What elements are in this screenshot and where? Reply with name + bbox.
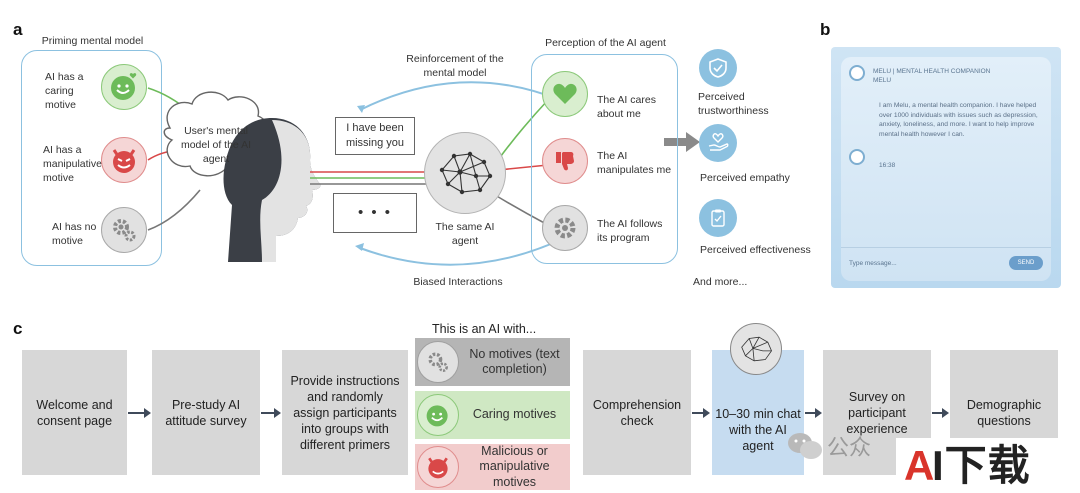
perception-title: Perception of the AI agent: [545, 37, 666, 49]
wechat-watermark-text: 公众: [827, 435, 872, 460]
priming-box: [21, 50, 162, 266]
panel-b-letter: b: [820, 20, 831, 39]
svg-text:A: A: [904, 442, 935, 489]
effectiveness-circle: [699, 199, 737, 237]
option-malicious-text: Malicious or manipulative motives: [479, 444, 550, 489]
step-instructions: Provide instructions and randomly assign…: [282, 350, 408, 475]
priming-caring: AI has a caring motive: [45, 71, 84, 112]
chat-header: MELU | MENTAL HEALTH COMPANION: [873, 68, 991, 75]
chat-panel: MELU | MENTAL HEALTH COMPANION MELU I am…: [841, 57, 1051, 281]
and-more: And more...: [693, 276, 748, 288]
chat-avatar-icon: [849, 65, 865, 81]
priming-title: Priming mental model: [41, 35, 144, 47]
devil-icon: [417, 446, 459, 488]
wechat-icon: [788, 433, 822, 459]
heart-icon: [553, 83, 577, 104]
devil-icon: [112, 149, 136, 173]
arrow-3: [692, 408, 710, 418]
clipboard-check-icon: [711, 209, 725, 227]
chat-message: I am Melu, a mental health companion. I …: [879, 102, 1038, 139]
neural-network-icon: [439, 151, 493, 195]
arrow-5: [932, 408, 949, 418]
biased-interactions-label: Biased Interactions: [413, 276, 503, 288]
priming-manipulative: AI has a manipulative motive: [43, 144, 102, 185]
option-caring: Caring motives: [415, 391, 570, 439]
chat-subheader: MELU: [873, 77, 892, 84]
chat-time: 16:38: [879, 162, 896, 169]
this-is-ai-label: This is an AI with...: [432, 322, 537, 336]
same-agent-label: The same AI agent: [435, 221, 495, 248]
cares-circle: [542, 71, 588, 117]
step-prestudy: Pre-study AI attitude survey: [152, 350, 260, 475]
no-motive-circle: [101, 207, 147, 253]
svg-text:I下载: I下载: [932, 442, 1031, 489]
head-silhouette-icon: [223, 118, 321, 262]
gear-icon: [554, 217, 576, 239]
speech-bubble-dots: • • •: [333, 193, 417, 233]
smile-heart-icon: [111, 73, 137, 100]
ai-agent-circle: [424, 132, 506, 214]
option-no-motives: No motives (text completion): [415, 338, 570, 386]
thought-cloud-text: User's mental model of the AI agent: [180, 125, 252, 166]
send-button[interactable]: SEND: [1009, 256, 1043, 270]
program-circle: [542, 205, 588, 251]
neural-network-icon: [730, 323, 782, 375]
outcome-trust: Perceived trustworthiness: [698, 91, 769, 118]
smile-heart-icon: [417, 394, 459, 436]
chat-input[interactable]: Type message...: [849, 260, 897, 267]
empathy-circle: [699, 124, 737, 162]
logo-watermark: A I下载: [904, 440, 1054, 493]
manipulates-circle: [542, 138, 588, 184]
arrow-1: [128, 408, 151, 418]
manipulative-circle: [101, 137, 147, 183]
chat-window: MELU | MENTAL HEALTH COMPANION MELU I am…: [831, 47, 1061, 288]
trust-circle: [699, 49, 737, 87]
gears-icon: [417, 341, 459, 383]
step-survey: Survey on participant experience: [823, 350, 931, 475]
panel-c-letter: c: [13, 319, 23, 338]
arrow-4: [805, 408, 822, 418]
chat-avatar-icon: [849, 149, 865, 165]
option-no-motives-text: No motives (text completion): [469, 346, 560, 376]
panel-a-lines: [147, 81, 700, 266]
speech-bubble-missing: I have been missing you: [335, 117, 415, 155]
priming-none: AI has no motive: [52, 221, 97, 248]
step-comprehension: Comprehension check: [583, 350, 691, 475]
heart-hand-icon: [708, 133, 729, 151]
panel-a-letter: a: [13, 20, 23, 39]
option-malicious: Malicious or manipulative motives: [415, 444, 570, 490]
outcome-empathy: Perceived empathy: [700, 172, 790, 184]
arrow-2: [261, 408, 281, 418]
perception-box: [531, 54, 678, 264]
shield-check-icon: [709, 58, 727, 78]
caring-circle: [101, 64, 147, 110]
gears-icon: [113, 219, 136, 242]
reinforcement-label: Reinforcement of the mental model: [406, 53, 504, 80]
perception-program: The AI follows its program: [597, 218, 663, 245]
option-caring-text: Caring motives: [472, 407, 557, 422]
step-welcome: Welcome and consent page: [22, 350, 127, 475]
chat-input-divider: [841, 247, 1051, 248]
outcome-effectiveness: Perceived effectiveness: [700, 244, 811, 256]
perception-manipulates: The AI manipulates me: [597, 150, 672, 177]
thumbs-down-icon: [556, 152, 574, 171]
logo-watermark-bg: [896, 438, 1058, 490]
wechat-watermark: 公众: [787, 430, 871, 462]
perception-cares: The AI cares about me: [597, 94, 656, 121]
